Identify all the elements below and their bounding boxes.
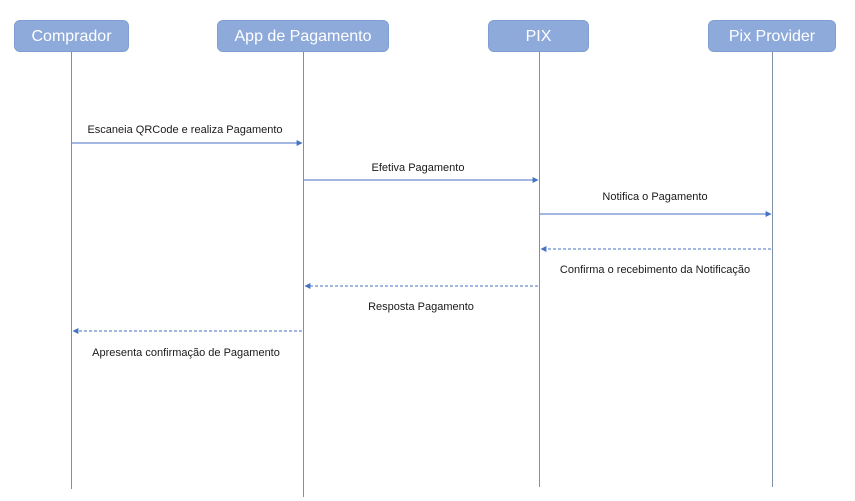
lifeline-comprador: [71, 52, 72, 489]
actor-pix-provider: Pix Provider: [708, 20, 836, 52]
lifeline-pix: [539, 52, 540, 487]
actor-label: Comprador: [31, 28, 112, 45]
lifeline-pix-provider: [772, 52, 773, 487]
actor-label: Pix Provider: [728, 28, 816, 45]
lifeline-app-de-pagamento: [303, 52, 304, 497]
message-label: Notifica o Pagamento: [602, 191, 708, 203]
message-label: Efetiva Pagamento: [371, 162, 465, 174]
message-label: Apresenta confirmação de Pagamento: [92, 347, 280, 359]
actor-comprador: Comprador: [14, 20, 129, 52]
message-label: Resposta Pagamento: [368, 301, 474, 313]
message-label: Escaneia QRCode e realiza Pagamento: [87, 124, 283, 136]
actor-label: App de Pagamento: [234, 28, 372, 45]
actor-app-de-pagamento: App de Pagamento: [217, 20, 389, 52]
actor-pix: PIX: [488, 20, 589, 52]
message-label: Confirma o recebimento da Notificação: [559, 264, 751, 276]
actor-label: PIX: [525, 28, 552, 45]
